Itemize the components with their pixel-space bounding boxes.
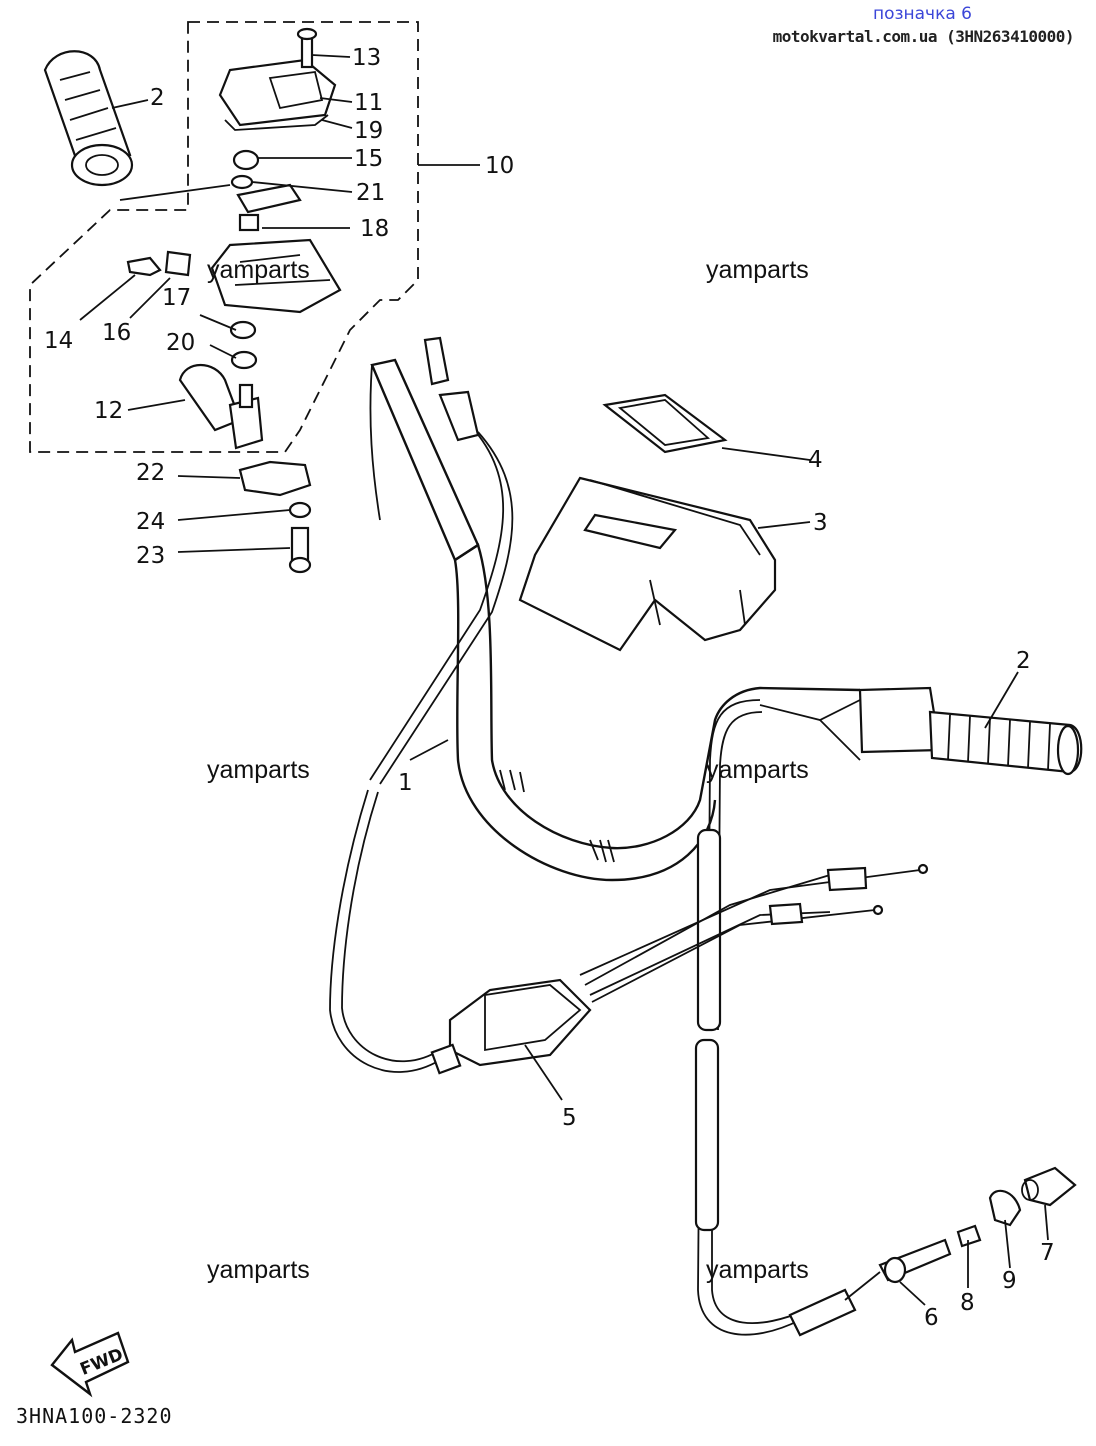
callout-15: 15	[354, 146, 383, 172]
callout-17: 17	[162, 285, 191, 311]
callout-14: 14	[44, 328, 73, 354]
watermark: yamparts	[706, 256, 809, 284]
assembly-group-outline	[29, 21, 419, 453]
part-2-right-grip	[759, 686, 1083, 776]
handlebar	[369, 358, 861, 882]
callout-11: 11	[354, 90, 383, 116]
callout-20: 20	[166, 330, 195, 356]
callout-22: 22	[136, 460, 165, 486]
callout-5: 5	[562, 1105, 577, 1131]
fwd-arrow-icon: FWD	[50, 1331, 130, 1398]
callout-3: 3	[813, 510, 828, 536]
callout-10: 10	[485, 153, 514, 179]
callout-4: 4	[808, 447, 823, 473]
watermark: yamparts	[706, 1256, 809, 1284]
drawing-code: 3HNA100-2320	[16, 1404, 173, 1428]
callout-7: 7	[1040, 1240, 1055, 1266]
callout-12: 12	[94, 398, 123, 424]
throttle-assembly	[126, 27, 342, 574]
callout-19: 19	[354, 118, 383, 144]
callout-1: 1	[398, 770, 413, 796]
callout-23: 23	[136, 543, 165, 569]
watermark: yamparts	[706, 756, 809, 784]
watermark: yamparts	[207, 1256, 310, 1284]
watermark: yamparts	[207, 756, 310, 784]
callout-15-16: 16	[102, 320, 131, 346]
callout-9: 9	[1002, 1268, 1017, 1294]
leader-lines	[79, 54, 1049, 1306]
callout-24: 24	[136, 509, 165, 535]
watermark: yamparts	[207, 256, 310, 284]
callout-6: 6	[924, 1305, 939, 1331]
callout-13: 13	[352, 45, 381, 71]
cable-right	[694, 699, 807, 1336]
part-3-housing	[518, 476, 777, 652]
part-5-junction	[430, 863, 929, 1075]
cable-left	[329, 336, 514, 1073]
callout-8: 8	[960, 1290, 975, 1316]
callout-18: 18	[360, 216, 389, 242]
header-title: позначка 6	[872, 4, 972, 24]
part-2-left-grip	[43, 50, 231, 201]
callout-21: 21	[356, 180, 385, 206]
part-4-gasket	[602, 393, 728, 454]
header-source: motokvartal.com.ua (3HN263410000)	[772, 27, 1075, 46]
callout-2-right: 2	[1016, 648, 1031, 674]
callout-2-left: 2	[150, 85, 165, 111]
adjuster-parts	[788, 1166, 1077, 1337]
